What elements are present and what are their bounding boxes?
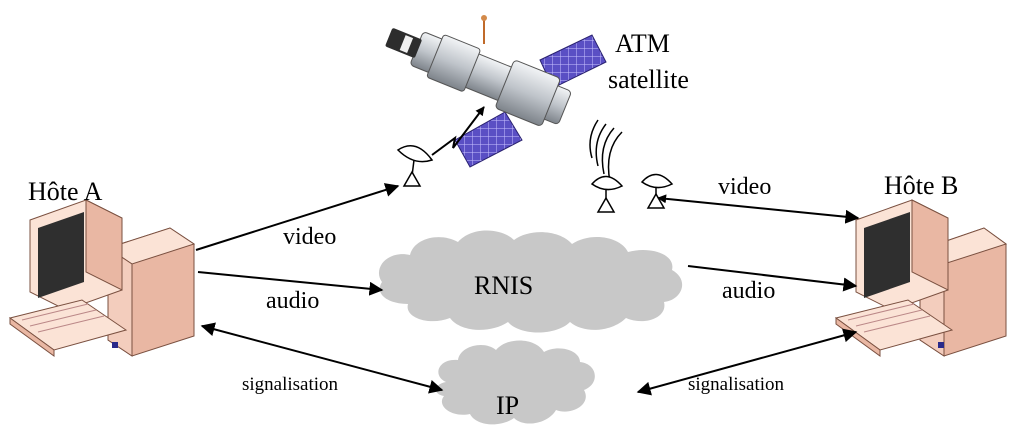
signalisation-a-arrow: [200, 322, 444, 394]
video-b-label: video: [718, 174, 771, 200]
computer-a-icon: [8, 199, 196, 357]
video-b-arrow: [657, 194, 860, 224]
uplink-arrow: [431, 106, 485, 156]
video-a-arrow: [195, 183, 400, 251]
signalisation-b-label: signalisation: [688, 374, 785, 395]
ip-label: IP: [496, 391, 519, 420]
rnis-cloud: [378, 230, 683, 333]
host-a-label: Hôte A: [28, 177, 103, 206]
audio-a-arrow: [197, 271, 384, 296]
ip-cloud: [435, 340, 595, 425]
signalisation-a-label: signalisation: [242, 374, 339, 395]
audio-b-label: audio: [722, 278, 775, 304]
satellite-label-line2: satellite: [608, 65, 689, 94]
video-a-label: video: [283, 224, 336, 250]
dish-antenna-icon: [396, 145, 434, 187]
satellite-icon: [385, 15, 607, 168]
audio-b-arrow: [687, 265, 858, 292]
computer-b-icon: [834, 199, 1008, 357]
rnis-label: RNIS: [474, 271, 533, 300]
signalisation-b-arrow: [636, 328, 858, 396]
signal-waves-icon: [589, 119, 623, 183]
satellite-label-line1: ATM: [615, 29, 670, 58]
host-b-label: Hôte B: [884, 171, 958, 200]
audio-a-label: audio: [266, 288, 319, 314]
dish-antenna-icon: [590, 175, 624, 213]
dish-antenna-icon: [640, 173, 674, 209]
